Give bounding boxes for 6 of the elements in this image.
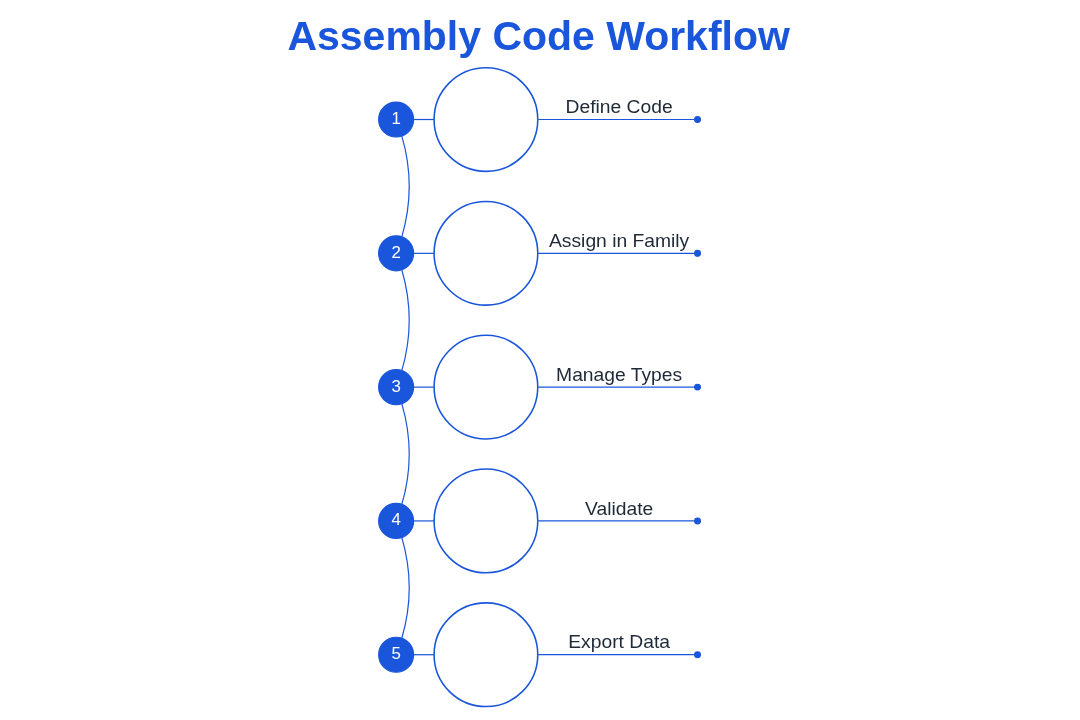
node-label: Manage Types (556, 363, 683, 385)
node-label: Export Data (568, 631, 670, 653)
node-label: Validate (585, 497, 654, 519)
node-label: Assign in Family (549, 230, 690, 252)
node-label: Define Code (565, 96, 673, 118)
diagram-title: Assembly Code Workflow (287, 12, 790, 59)
